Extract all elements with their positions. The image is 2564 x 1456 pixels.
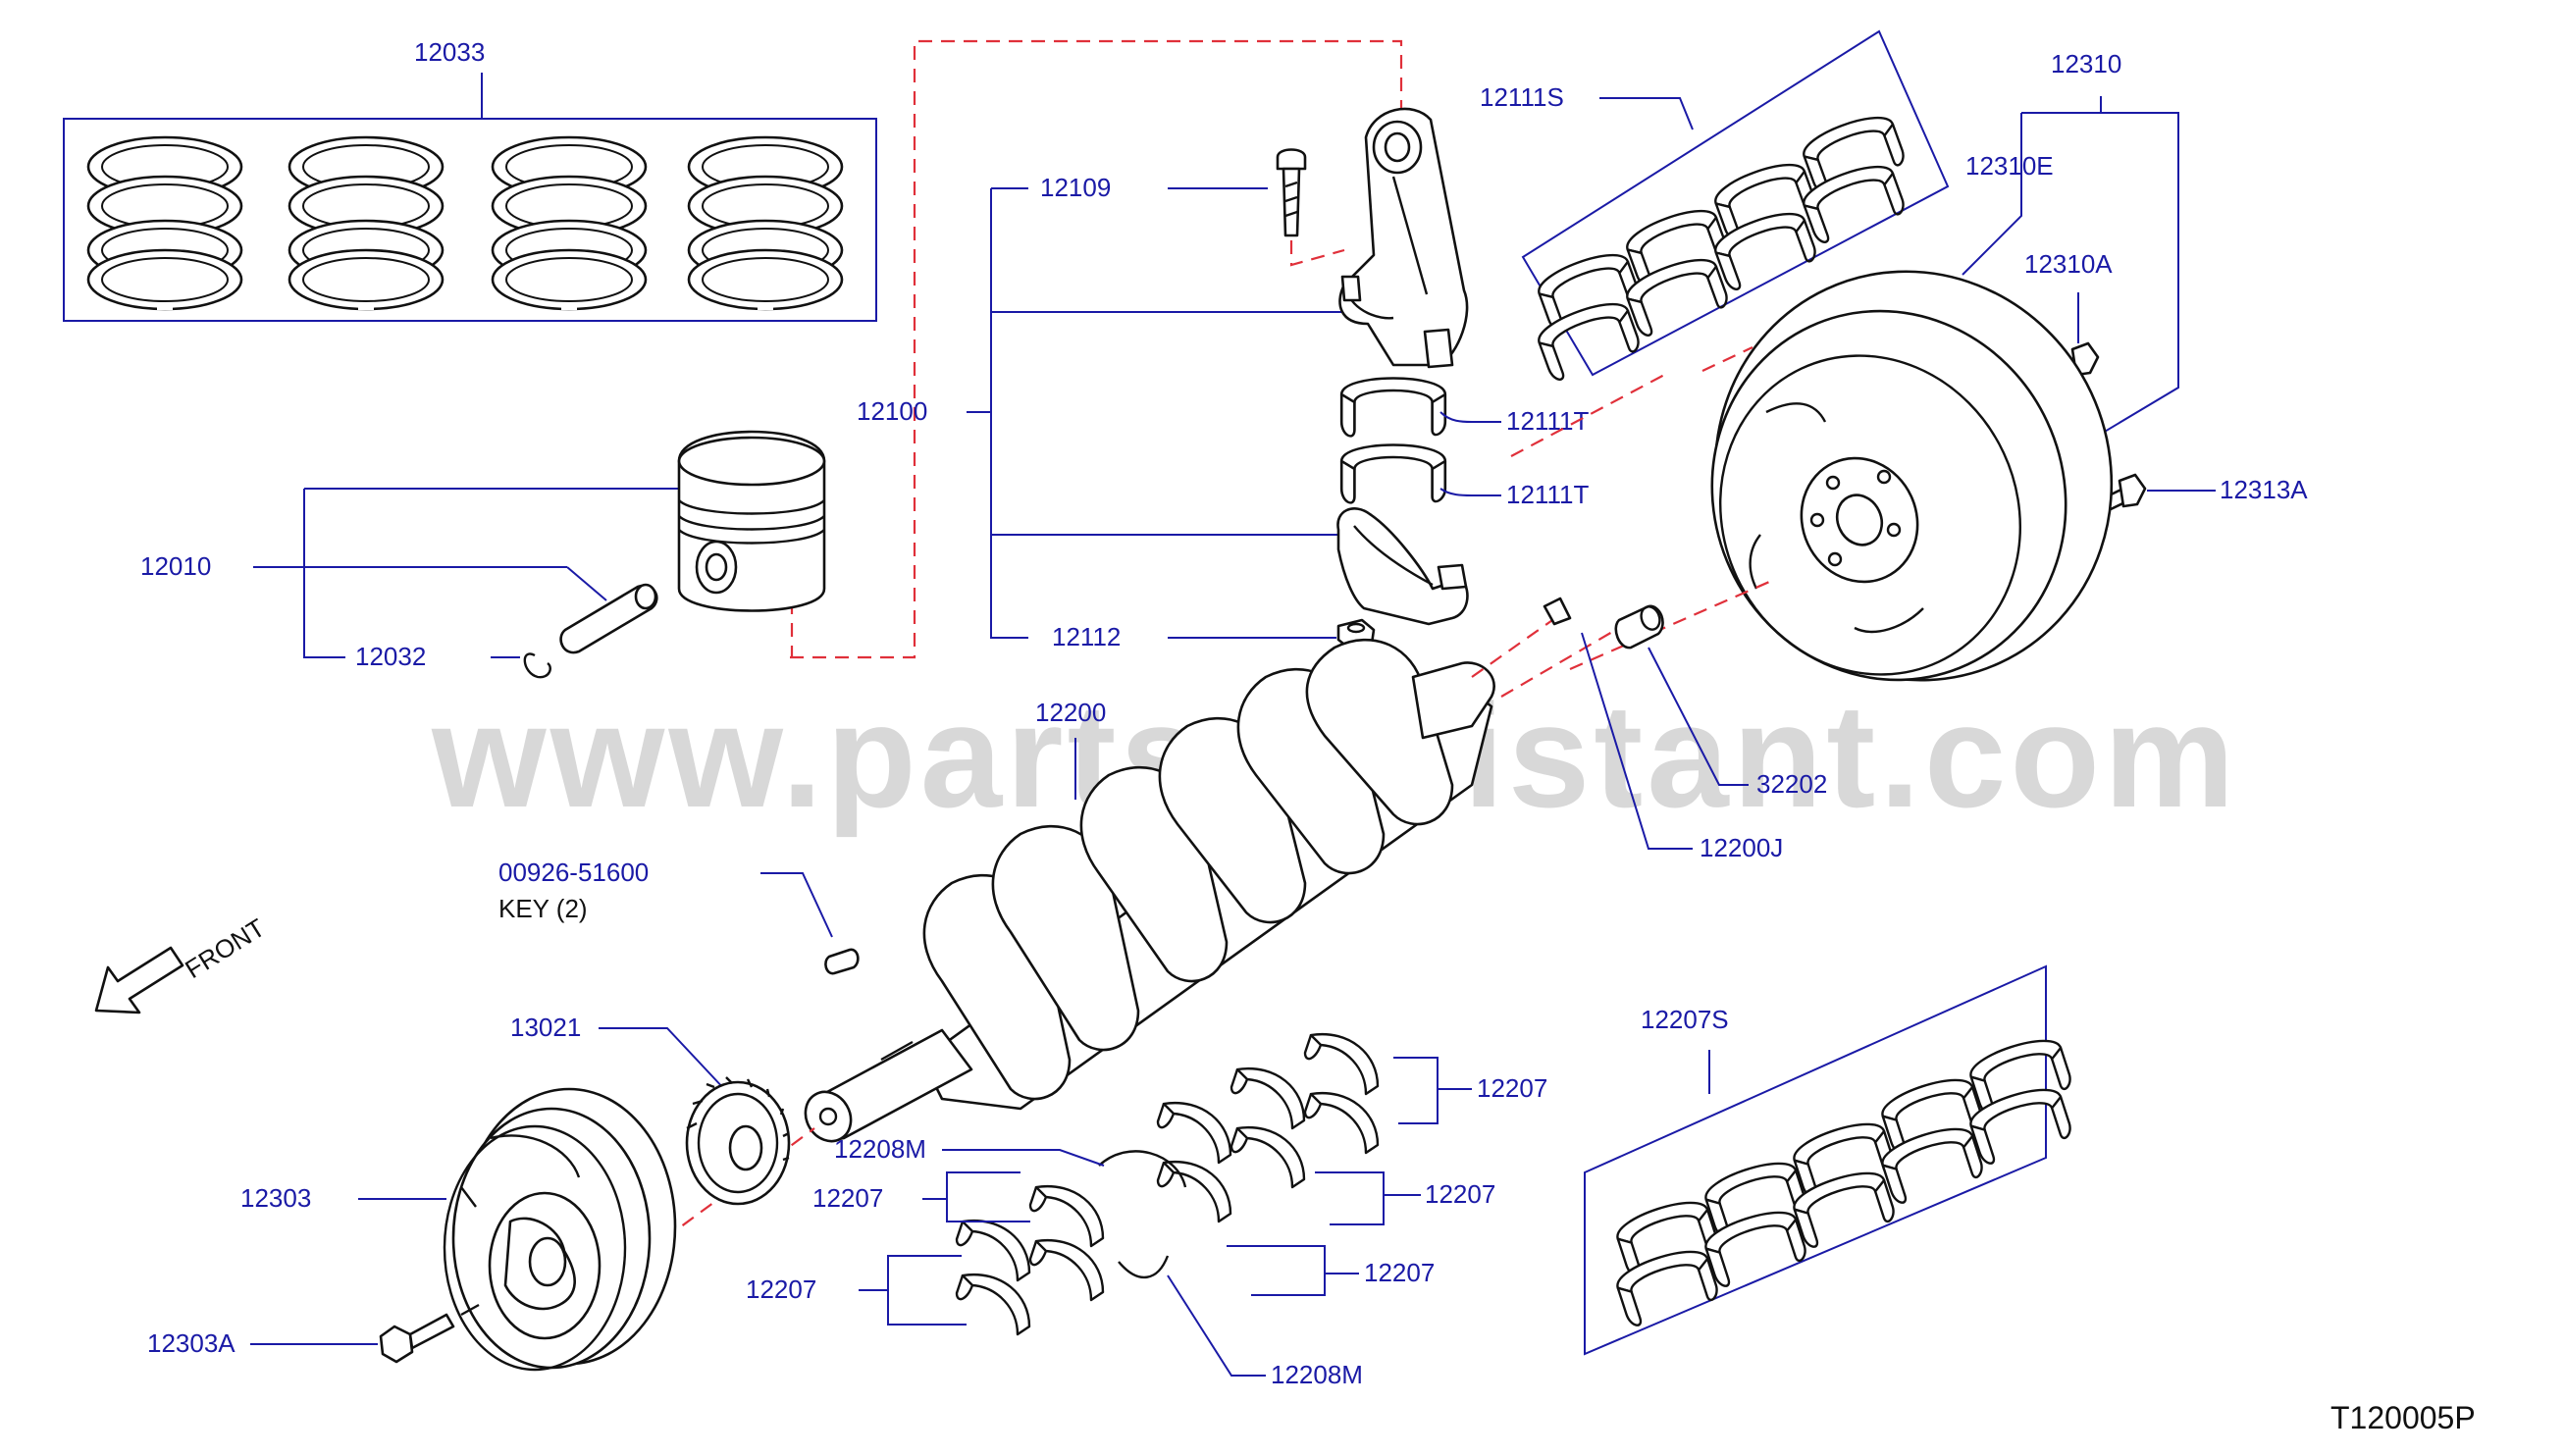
piston-pin xyxy=(559,583,658,654)
piston-ring-set-1 xyxy=(88,137,241,309)
pilot-pin xyxy=(1543,597,1572,626)
label-12303A[interactable]: 12303A xyxy=(147,1328,235,1358)
label-12313A[interactable]: 12313A xyxy=(2220,475,2308,504)
label-12200[interactable]: 12200 xyxy=(1035,698,1106,727)
label-12207-right-middle[interactable]: 12207 xyxy=(1425,1179,1495,1209)
label-12109[interactable]: 12109 xyxy=(1040,173,1111,202)
piston xyxy=(677,430,826,612)
piston-rings-box xyxy=(63,118,877,322)
pilot-bushing xyxy=(1614,604,1664,650)
label-12111S[interactable]: 12111S xyxy=(1480,82,1564,112)
label-12010[interactable]: 12010 xyxy=(140,551,211,581)
piston-ring-set-4 xyxy=(689,137,842,309)
label-12032[interactable]: 12032 xyxy=(355,642,426,671)
piston-pin-clip xyxy=(523,652,551,679)
rod-bearing-set-box xyxy=(1521,29,1950,377)
crankshaft xyxy=(804,638,1495,1143)
flywheel xyxy=(1710,270,2114,682)
connecting-rod xyxy=(1338,107,1469,369)
connecting-rod-cap xyxy=(1336,507,1469,626)
crank-key xyxy=(824,948,860,975)
crank-sprocket xyxy=(685,1076,791,1206)
label-12310A[interactable]: 12310A xyxy=(2024,249,2113,279)
label-12112[interactable]: 12112 xyxy=(1052,622,1121,651)
diagram-code: T120005P xyxy=(2330,1400,2476,1435)
dashed-rod-piston-link xyxy=(790,39,1403,659)
label-12033[interactable]: 12033 xyxy=(414,37,485,67)
piston-ring-set-2 xyxy=(289,137,443,309)
label-12111T-upper[interactable]: 12111T xyxy=(1506,406,1589,436)
label-12310[interactable]: 12310 xyxy=(2051,49,2121,78)
label-12310E[interactable]: 12310E xyxy=(1965,151,2054,181)
label-12200J[interactable]: 12200J xyxy=(1700,833,1783,862)
label-12207-right-upper[interactable]: 12207 xyxy=(1477,1073,1547,1103)
front-label: FRONT xyxy=(180,912,270,984)
crank-pulley xyxy=(443,1087,677,1372)
thrust-washer-lower xyxy=(1118,1255,1170,1279)
pulley-bolt xyxy=(379,1313,455,1364)
thrust-washer-upper xyxy=(1098,1150,1187,1188)
label-12303[interactable]: 12303 xyxy=(240,1183,311,1213)
label-12208M-lower[interactable]: 12208M xyxy=(1271,1360,1363,1389)
front-arrow xyxy=(94,946,184,1014)
label-00926-51600[interactable]: 00926-51600 xyxy=(498,858,649,887)
label-12207-right-lower[interactable]: 12207 xyxy=(1364,1258,1435,1287)
label-12207-left-upper[interactable]: 12207 xyxy=(812,1183,883,1213)
label-12100[interactable]: 12100 xyxy=(857,396,927,426)
label-12207S[interactable]: 12207S xyxy=(1641,1005,1729,1034)
label-12111T-lower[interactable]: 12111T xyxy=(1506,480,1589,509)
main-bearing-set-shells xyxy=(1611,1031,2075,1329)
label-13021[interactable]: 13021 xyxy=(510,1013,581,1042)
rod-bearing-lower xyxy=(1339,443,1447,504)
key-quantity-note: KEY (2) xyxy=(498,894,588,923)
label-12207-left-lower[interactable]: 12207 xyxy=(746,1274,816,1304)
label-12208M-upper[interactable]: 12208M xyxy=(834,1134,926,1164)
label-32202[interactable]: 32202 xyxy=(1756,769,1827,799)
rod-bolt xyxy=(1276,148,1307,237)
main-bearing-set-box xyxy=(1584,964,2047,1356)
piston-ring-set-3 xyxy=(493,137,646,309)
rod-bearing-upper xyxy=(1339,377,1447,438)
